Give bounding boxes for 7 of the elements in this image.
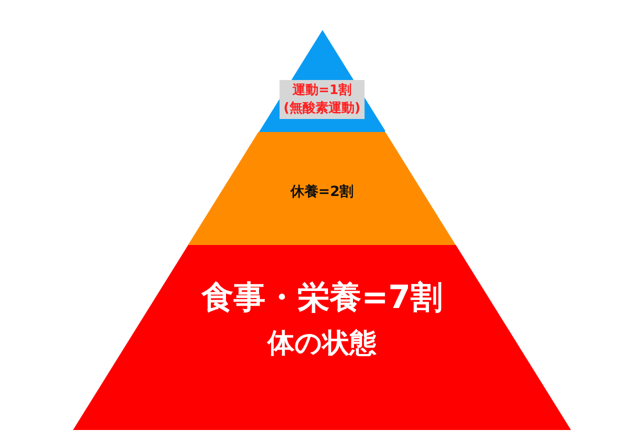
pyramid-apex (258, 30, 386, 132)
tier-note: (無酸素運動) (284, 100, 360, 116)
tier-label: 運動=1割 (292, 83, 352, 99)
tier-label: 食事・栄養=7割 (201, 278, 443, 316)
pyramid-base (73, 245, 571, 430)
tier-label: 休養=2割 (290, 184, 354, 201)
tier-subtitle: 体の状態 (268, 328, 376, 361)
